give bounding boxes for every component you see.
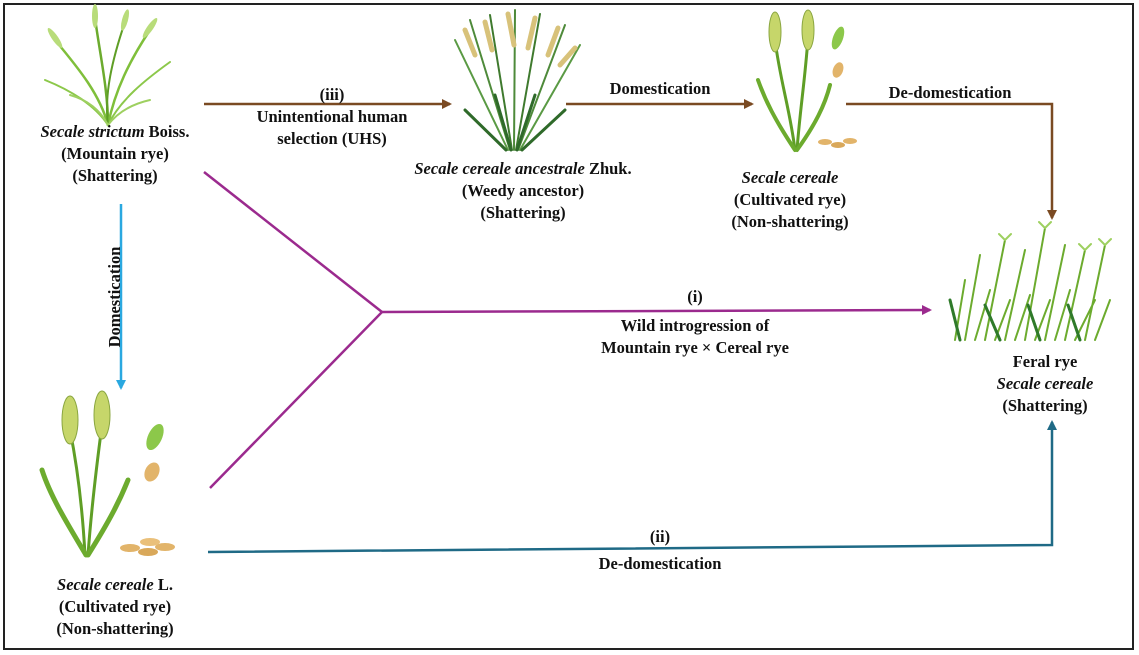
uhs-line1: Unintentional human xyxy=(256,107,408,126)
feral-title: Feral rye xyxy=(1012,352,1078,371)
introgression-arrow xyxy=(381,305,932,316)
cultivated-top-name: Secale cereale xyxy=(741,168,839,187)
cultivated-rye-top-plant-icon xyxy=(756,9,857,152)
introgression-number-text: (i) xyxy=(687,287,703,306)
node-cultivated-rye-top: Secale cereale (Cultivated rye) (Non-sha… xyxy=(700,167,880,233)
edge-dedomestication-bottom-description: De-domestication xyxy=(560,553,760,575)
cultivated-top-common-name: (Cultivated rye) xyxy=(733,190,847,209)
edge-dedomestication-bottom-number: (ii) xyxy=(560,526,760,548)
dedomestication-bottom-arrow xyxy=(207,420,1057,554)
dedomestication-top-text: De-domestication xyxy=(888,83,1012,102)
edge-introgression-number: (i) xyxy=(560,286,830,308)
ancestrale-trait: (Shattering) xyxy=(480,203,566,222)
ancestrale-authority: Zhuk. xyxy=(584,159,632,178)
cultivated-L-trait: (Non-shattering) xyxy=(56,619,174,638)
edge-introgression-description: Wild introgression of Mountain rye × Cer… xyxy=(560,315,830,359)
feral-rye-plant-icon xyxy=(948,221,1112,342)
mountain-rye-plant-icon xyxy=(44,4,171,127)
strictum-common-name: (Mountain rye) xyxy=(61,144,169,163)
node-secale-ancestrale: Secale cereale ancestrale Zhuk. (Weedy a… xyxy=(388,158,658,224)
strictum-trait: (Shattering) xyxy=(72,166,158,185)
strictum-name: Secale strictum xyxy=(40,122,145,141)
cultivated-L-common-name: (Cultivated rye) xyxy=(58,597,172,616)
domestication-top-text: Domestication xyxy=(609,79,711,98)
node-secale-strictum: Secale strictum Boiss. (Mountain rye) (S… xyxy=(20,121,210,187)
strictum-authority: Boiss. xyxy=(144,122,190,141)
introgression-upper-branch xyxy=(203,171,383,313)
introgression-lower-branch xyxy=(209,311,383,489)
ancestrale-common-name: (Weedy ancestor) xyxy=(461,181,585,200)
node-feral-rye: Feral rye Secale cereale (Shattering) xyxy=(960,351,1130,417)
edge-dedomestication-top-label: De-domestication xyxy=(860,82,1040,104)
dedomestication-top-arrow xyxy=(846,102,1057,220)
feral-trait: (Shattering) xyxy=(1002,396,1088,415)
cultivated-L-name: Secale cereale xyxy=(57,575,154,594)
uhs-number: (iii) xyxy=(319,85,345,104)
cultivated-top-trait: (Non-shattering) xyxy=(731,212,849,231)
dedomestication-bottom-text: De-domestication xyxy=(598,554,722,573)
edge-domestication-top-label: Domestication xyxy=(570,78,750,100)
edge-uhs-description: Unintentional human selection (UHS) xyxy=(222,106,442,150)
introgression-line2: Mountain rye × Cereal rye xyxy=(601,338,789,357)
weedy-ancestor-plant-icon xyxy=(454,9,581,152)
cultivated-rye-bottom-plant-icon xyxy=(39,390,175,558)
dedomestication-bottom-number-text: (ii) xyxy=(649,527,671,546)
node-cultivated-rye-L: Secale cereale L. (Cultivated rye) (Non-… xyxy=(20,574,210,640)
figure-border xyxy=(3,3,1134,650)
uhs-line2: selection (UHS) xyxy=(277,129,387,148)
edge-uhs-label: (iii) xyxy=(222,84,442,106)
cultivated-L-authority: L. xyxy=(153,575,173,594)
ancestrale-name: Secale cereale ancestrale xyxy=(414,159,585,178)
edge-domestication-vertical-label: Domestication xyxy=(105,246,124,348)
feral-name: Secale cereale xyxy=(996,374,1094,393)
introgression-line1: Wild introgression of xyxy=(620,316,770,335)
